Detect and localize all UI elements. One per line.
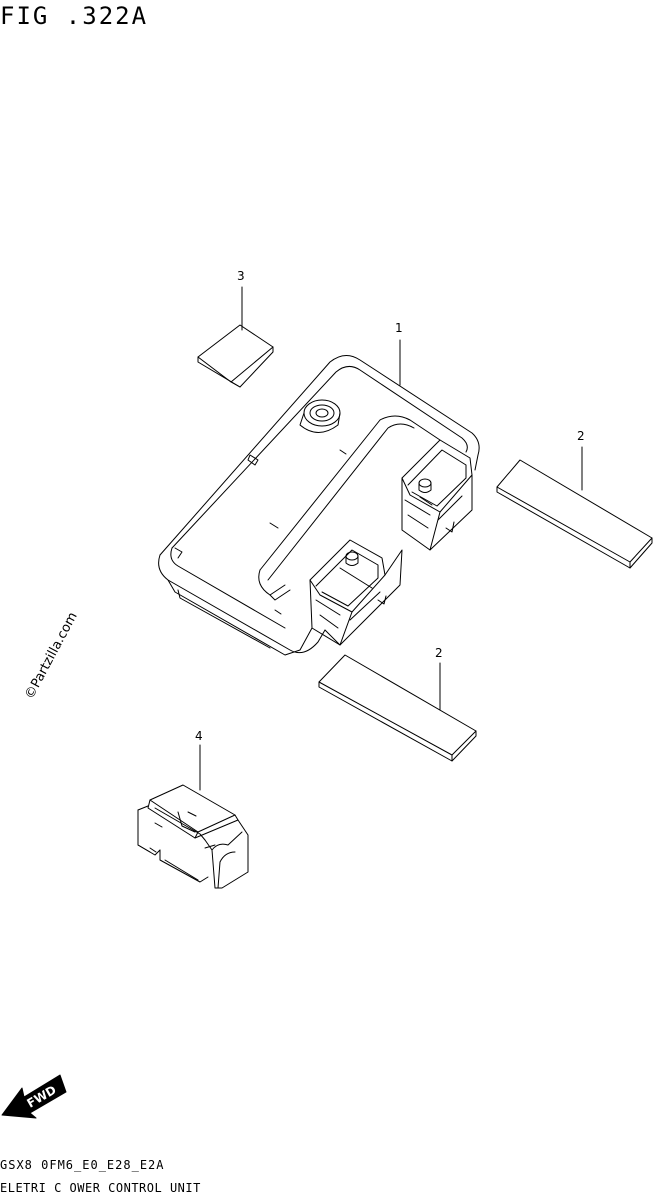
- model-code: GSX8 0FM6_E0_E28_E2A: [0, 1158, 165, 1172]
- watermark: ©Partzilla.com: [22, 610, 80, 702]
- callout-4: 4: [195, 729, 203, 743]
- ecu-body-drawing: [158, 355, 480, 656]
- assembly-name: ELETRI C OWER CONTROL UNIT: [0, 1181, 201, 1195]
- pad-3-drawing: [197, 324, 274, 388]
- callout-1: 1: [395, 321, 403, 335]
- relay-drawing: [137, 784, 249, 889]
- pad-2-right-drawing: [496, 459, 653, 569]
- pad-2-lower-drawing: [318, 654, 477, 762]
- callout-3: 3: [237, 269, 245, 283]
- callout-2-lower: 2: [435, 646, 443, 660]
- callout-2-right: 2: [577, 429, 585, 443]
- figure-title: FIG .322A: [0, 2, 149, 30]
- fwd-arrow-icon: FWD: [1, 1074, 67, 1119]
